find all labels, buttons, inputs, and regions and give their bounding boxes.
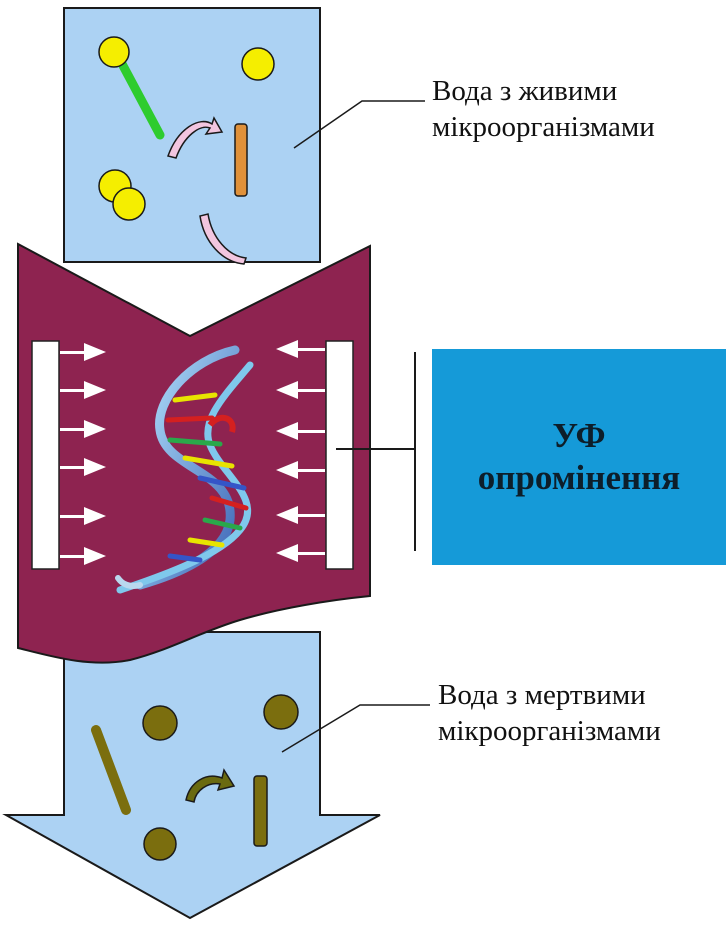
live-cell — [113, 188, 145, 220]
label-water-dead-line1: Вода з мертвими — [438, 677, 661, 713]
uv-lamp-right — [326, 341, 353, 569]
uv-chamber — [18, 244, 370, 663]
uv-irradiation-box: УФ опромінення — [432, 349, 726, 565]
label-water-dead-line2: мікроорганізмами — [438, 713, 661, 749]
dead-cell — [144, 828, 176, 860]
uv-box-title: УФ — [552, 415, 605, 457]
uv-box-subtitle: опромінення — [478, 457, 681, 499]
uv-lamp-left — [32, 341, 59, 569]
dead-cell — [264, 695, 298, 729]
live-cell — [99, 37, 129, 67]
water-outflow-arrow — [6, 632, 380, 918]
label-water-dead: Вода з мертвими мікроорганізмами — [438, 677, 661, 749]
live-rod — [235, 124, 247, 196]
dead-rod — [254, 776, 267, 846]
label-water-live-line1: Вода з живими — [432, 73, 655, 109]
label-water-live-line2: мікроорганізмами — [432, 109, 655, 145]
label-water-live: Вода з живими мікроорганізмами — [432, 73, 655, 145]
dead-cell — [143, 706, 177, 740]
live-cell — [242, 48, 274, 80]
